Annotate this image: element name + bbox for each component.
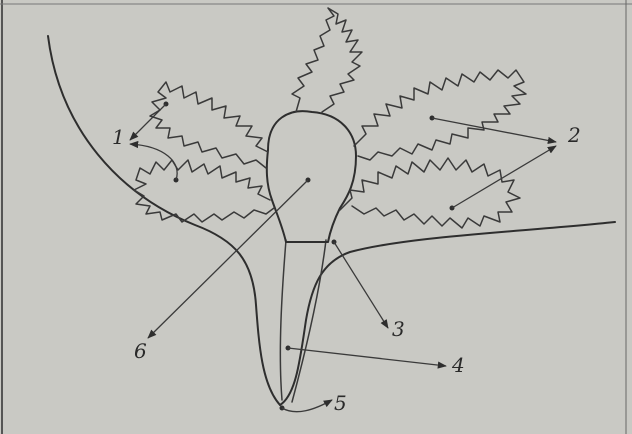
tentacle-top [292, 8, 362, 112]
tentacle-upper-right [354, 70, 526, 160]
tentacle-lower-right [340, 158, 520, 228]
tentacle-lower-left [134, 160, 274, 222]
label-6: 6 [134, 339, 147, 363]
stalk-inner-left [280, 240, 286, 400]
label-3: 3 [392, 317, 405, 341]
pointer-4 [288, 348, 446, 366]
stalk-inner-right [292, 240, 326, 402]
label-2: 2 [567, 123, 581, 147]
label-1: 1 [112, 125, 125, 149]
outer-body-wall-right [280, 222, 615, 405]
pointer-2b [452, 146, 556, 208]
pointer-3 [334, 242, 388, 328]
label-5: 5 [334, 391, 347, 415]
pointer-5 [282, 400, 332, 412]
outer-body-wall-left [48, 36, 280, 405]
central-body [267, 111, 356, 242]
label-4: 4 [451, 353, 465, 377]
